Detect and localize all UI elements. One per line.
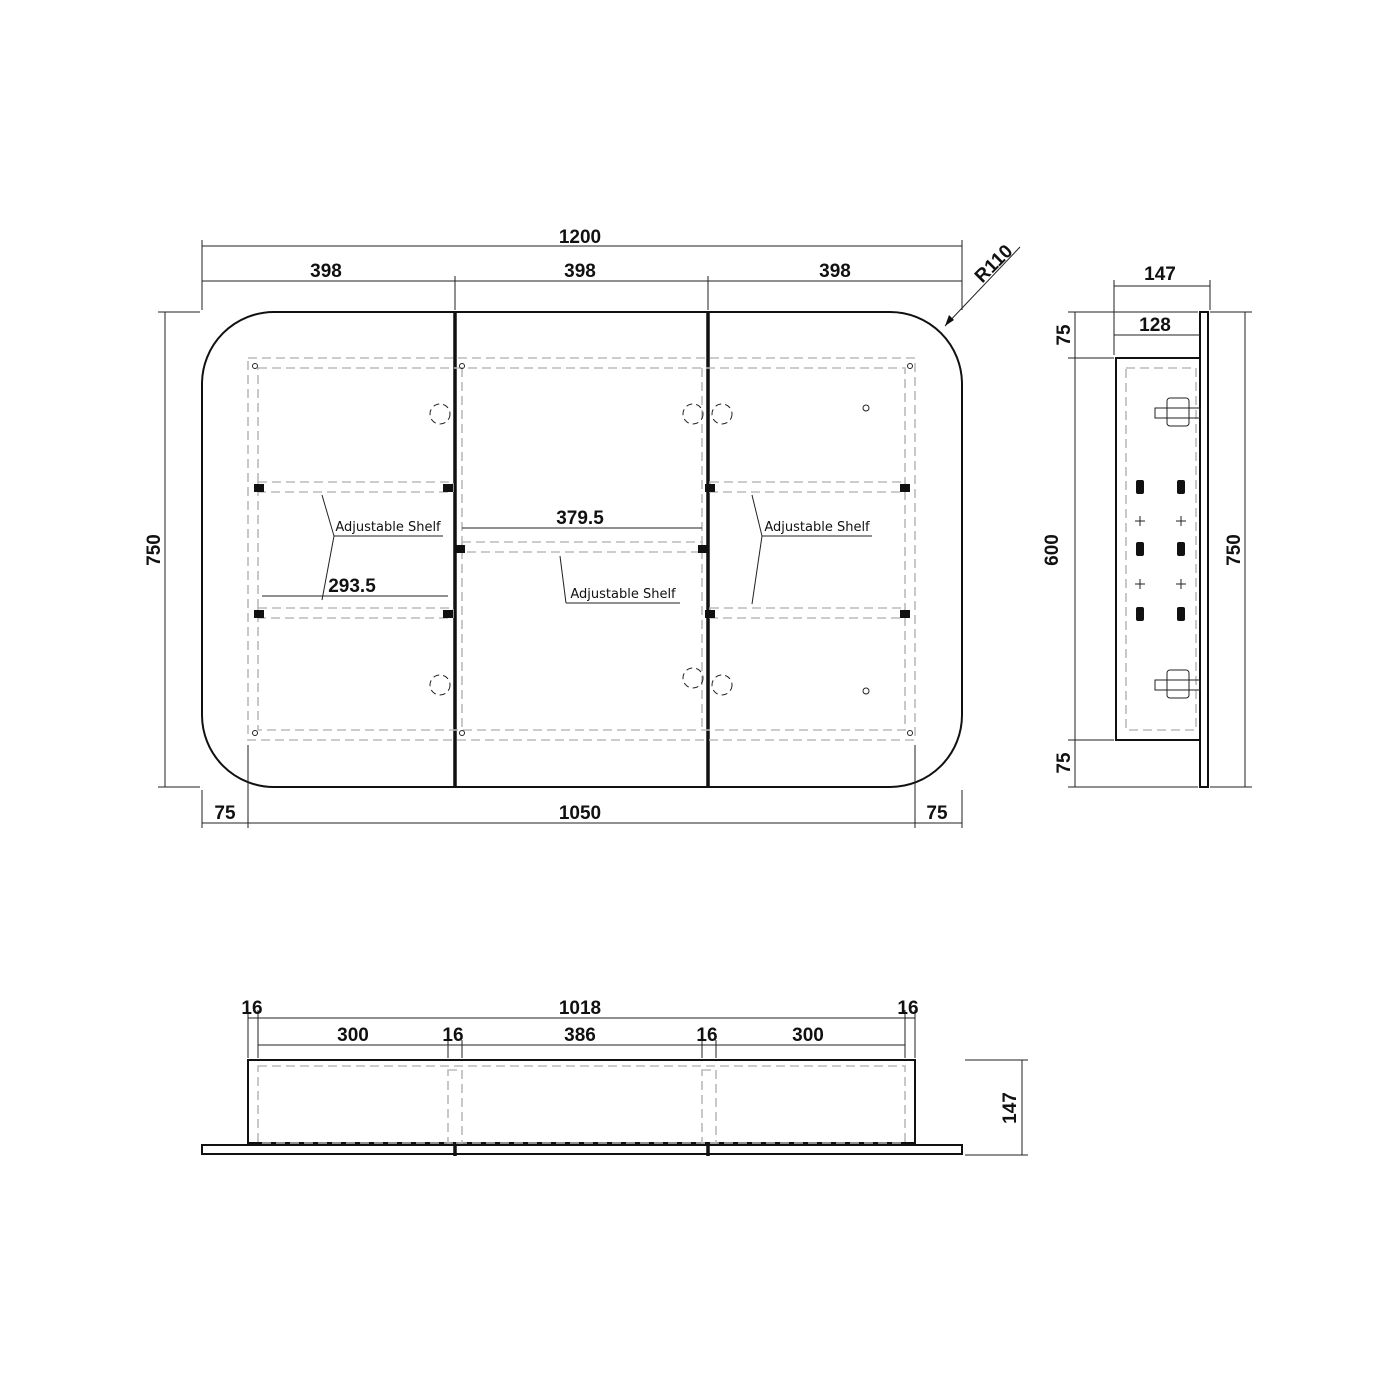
hinge-icon (711, 403, 733, 425)
front-dimension-lines (158, 240, 1021, 828)
hinge-icon (429, 674, 451, 696)
dim-side-shelf-width: 293.5 (328, 576, 376, 597)
mirror-outline (201, 311, 963, 788)
shelf-support-icon (705, 610, 715, 618)
divider-plan (701, 1069, 717, 1144)
dim-door-width: 398 (564, 261, 596, 282)
shelf (257, 481, 454, 493)
shelf-support-icons (254, 484, 910, 618)
shelf-support-icon (698, 545, 707, 553)
dim-plan-depth: 147 (1000, 1092, 1021, 1124)
dim-left-margin: 75 (214, 803, 236, 824)
adjustable-shelf-label: Adjustable Shelf (764, 520, 870, 535)
dim-divider: 16 (442, 1025, 463, 1046)
hinge-icon (682, 667, 704, 689)
shelf-support-icon (456, 545, 465, 553)
cabinet-inner-side (1125, 367, 1197, 731)
shelf-support-icon (900, 610, 910, 618)
cabinet-hidden-outline (247, 357, 916, 741)
adjustable-shelf-label: Adjustable Shelf (335, 520, 441, 535)
dim-overall-width: 1200 (559, 227, 601, 248)
shelf (461, 541, 703, 553)
dim-door-width: 398 (310, 261, 342, 282)
dim-overall-height: 750 (144, 534, 165, 566)
cabinet-inner-hidden (257, 367, 906, 731)
hinge-icon (711, 674, 733, 696)
dim-middle-shelf-width: 379.5 (556, 508, 604, 529)
dim-right-panel: 16 (897, 998, 918, 1019)
dim-corner-radius: R110 (971, 241, 1017, 287)
arrowhead-icon (945, 315, 954, 326)
shelf-support-icon (705, 484, 715, 492)
dim-cabinet-width: 1050 (559, 803, 601, 824)
dim-left-panel: 16 (241, 998, 262, 1019)
dim-right-margin: 75 (926, 803, 948, 824)
dim-inner-width: 1018 (559, 998, 601, 1019)
shelf-support-icon (254, 484, 264, 492)
dim-door-width: 398 (819, 261, 851, 282)
cabinet-inner-plan (257, 1065, 906, 1144)
dim-section: 300 (337, 1025, 369, 1046)
dim-section: 386 (564, 1025, 596, 1046)
hinge-icons (429, 403, 733, 696)
mirror-door-plan (201, 1144, 963, 1155)
hinge-icon (429, 403, 451, 425)
plan-view: 1018 16 16 300 16 386 16 300 147 (201, 998, 1028, 1156)
mirror-door-side (1199, 311, 1209, 788)
dim-divider: 16 (696, 1025, 717, 1046)
dim-section: 300 (792, 1025, 824, 1046)
mounting-holes (252, 363, 913, 736)
adjustable-shelf-label: Adjustable Shelf (570, 587, 676, 602)
dim-overall-height-side: 750 (1224, 534, 1245, 566)
divider-plan (447, 1069, 463, 1144)
shelf (257, 607, 454, 619)
side-dimension-lines (1068, 280, 1252, 788)
dim-top-offset: 75 (1054, 324, 1075, 346)
cabinet-body-plan (247, 1059, 916, 1144)
hinge-icon (682, 403, 704, 425)
dim-cabinet-depth: 128 (1139, 315, 1171, 336)
front-view: 1200 398 398 398 R110 750 75 1050 75 379… (144, 227, 1021, 828)
dim-total-depth: 147 (1144, 264, 1176, 285)
dim-bottom-offset: 75 (1054, 752, 1075, 774)
shelf-support-icon (900, 484, 910, 492)
shelf-support-icon (443, 610, 453, 618)
dim-cabinet-height: 600 (1042, 534, 1063, 566)
shelf-pin-icons (1136, 480, 1185, 621)
shelf (709, 481, 906, 493)
side-view: 147 128 75 600 75 750 (1042, 264, 1252, 788)
shelf-support-icon (443, 484, 453, 492)
plan-dimension-lines (247, 1010, 1028, 1156)
shelf-support-icon (254, 610, 264, 618)
shelf (709, 607, 906, 619)
cabinet-body-side (1115, 357, 1201, 741)
hinge-plate-icons (1135, 397, 1201, 699)
